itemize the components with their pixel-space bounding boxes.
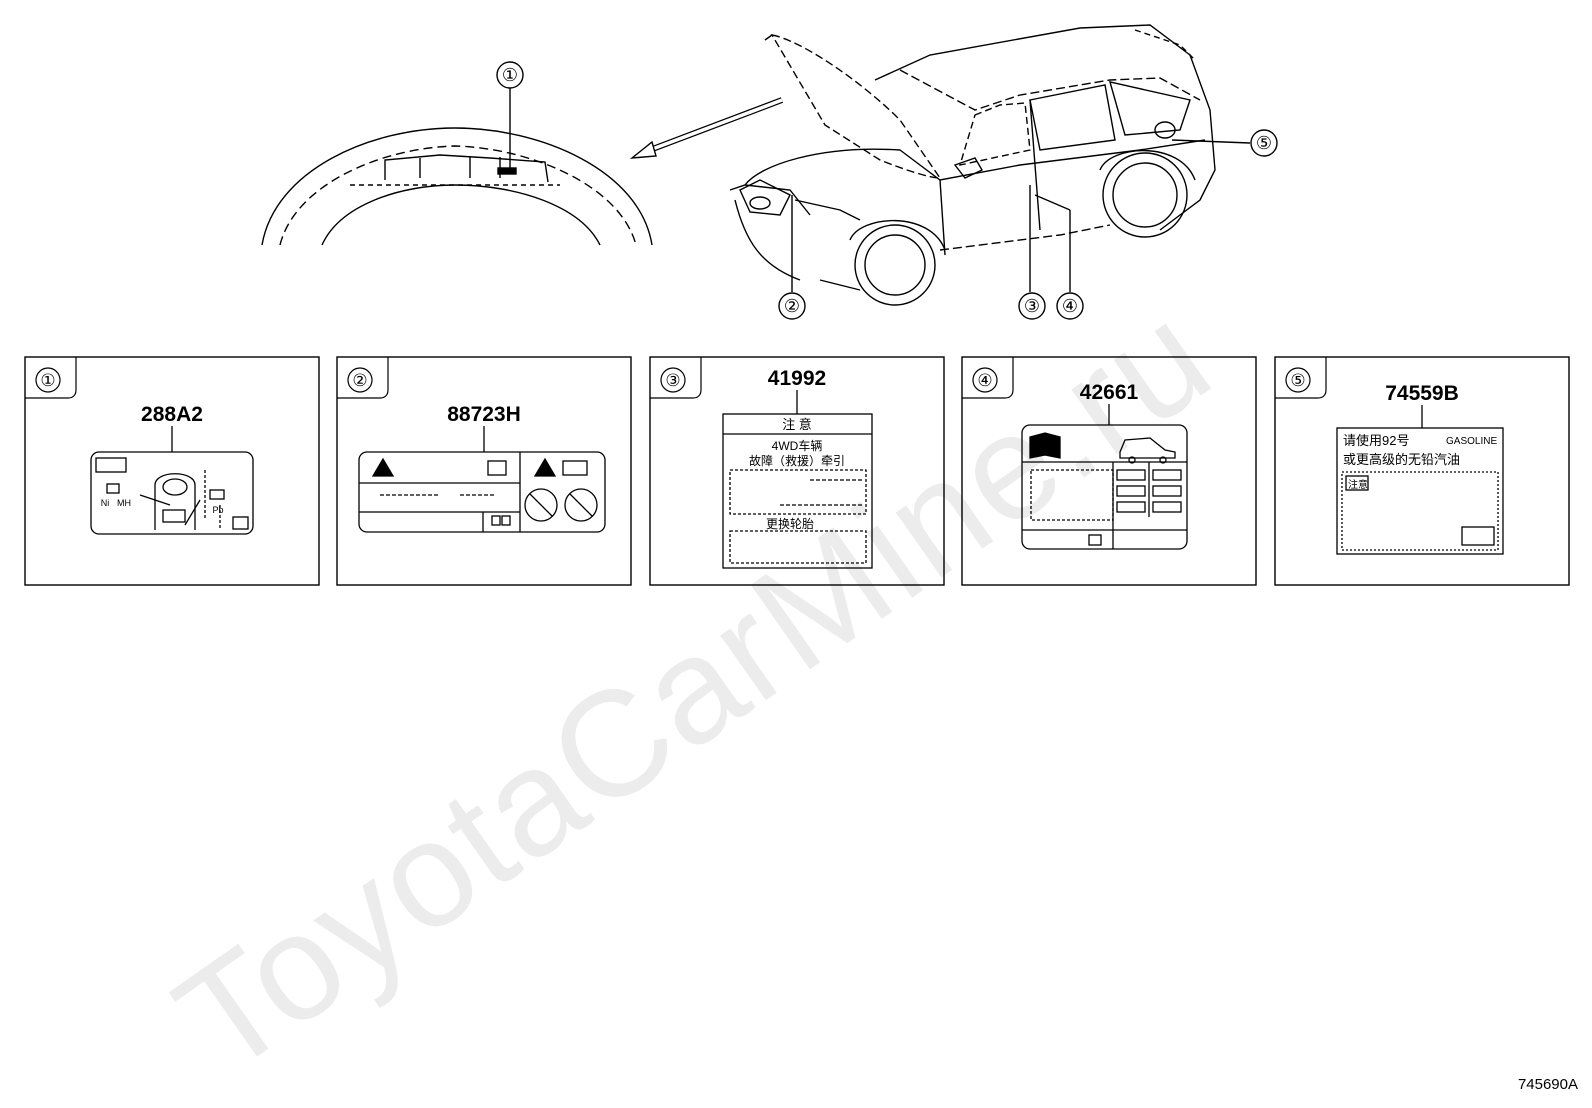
label-288a2-text-ni: Ni [101,498,110,508]
panel-2: ② 88723H [336,356,632,586]
label-74559b-line-2: 或更高级的无铅汽油 [1343,452,1460,467]
panel-4-index: ④ [977,371,992,390]
label-41992 [722,413,873,569]
callout-4-number: ④ [1062,296,1078,316]
callout-3-vehicle [1018,292,1046,320]
panel-5: ⑤ 74559B 请使用92号 GASOLINE 或更高级的无铅汽油 注意 [1274,356,1570,586]
panel-3: ③ 41992 注 意 4WD车辆 故障（救援）牵引 更换轮胎 [649,356,945,586]
panel-1: ① 288A2 Ni MH Pb [24,356,320,586]
callout-3-number: ③ [1024,296,1040,316]
label-288a2-text-mh: MH [117,498,131,508]
label-74559b-line-1: 请使用92号 [1343,433,1409,448]
callout-1-number: ① [502,65,518,85]
label-41992-line-1: 4WD车辆 [772,438,823,453]
vehicle-illustration [729,24,1278,320]
label-74559b-note: 注意 [1348,478,1368,491]
panel-5-part-number: 74559B [1385,382,1459,405]
panel-4-part-number: 42661 [1080,381,1139,404]
label-1-location [497,167,517,175]
label-74559b [1336,427,1504,555]
panel-3-index: ③ [665,371,680,390]
label-88723h [358,451,606,533]
label-42661 [1021,424,1188,550]
label-41992-line-3: 更换轮胎 [766,517,814,531]
panel-3-part-number: 41992 [768,367,826,390]
label-288a2-text-pb: Pb [212,505,223,515]
label-41992-line-2: 故障（救援）牵引 [749,453,845,468]
label-41992-header: 注 意 [782,417,812,432]
panel-1-part-number: 288A2 [141,403,203,426]
panel-2-part-number: 88723H [447,403,521,426]
callout-1-top [496,61,524,89]
callout-5-number: ⑤ [1256,133,1272,153]
label-288a2 [90,451,254,535]
callout-5-vehicle [1250,129,1278,157]
panel-5-index: ⑤ [1290,371,1305,390]
callout-2-vehicle [778,292,806,320]
panel-1-index: ① [40,371,55,390]
callout-2-number: ② [784,296,800,316]
panel-4: ④ 42661 [961,356,1257,586]
callout-4-vehicle [1056,292,1084,320]
hood-underside-view [261,61,784,246]
reference-code: 745690A [1517,1076,1578,1093]
panel-2-index: ② [352,371,367,390]
label-74559b-gasoline: GASOLINE [1446,436,1497,447]
